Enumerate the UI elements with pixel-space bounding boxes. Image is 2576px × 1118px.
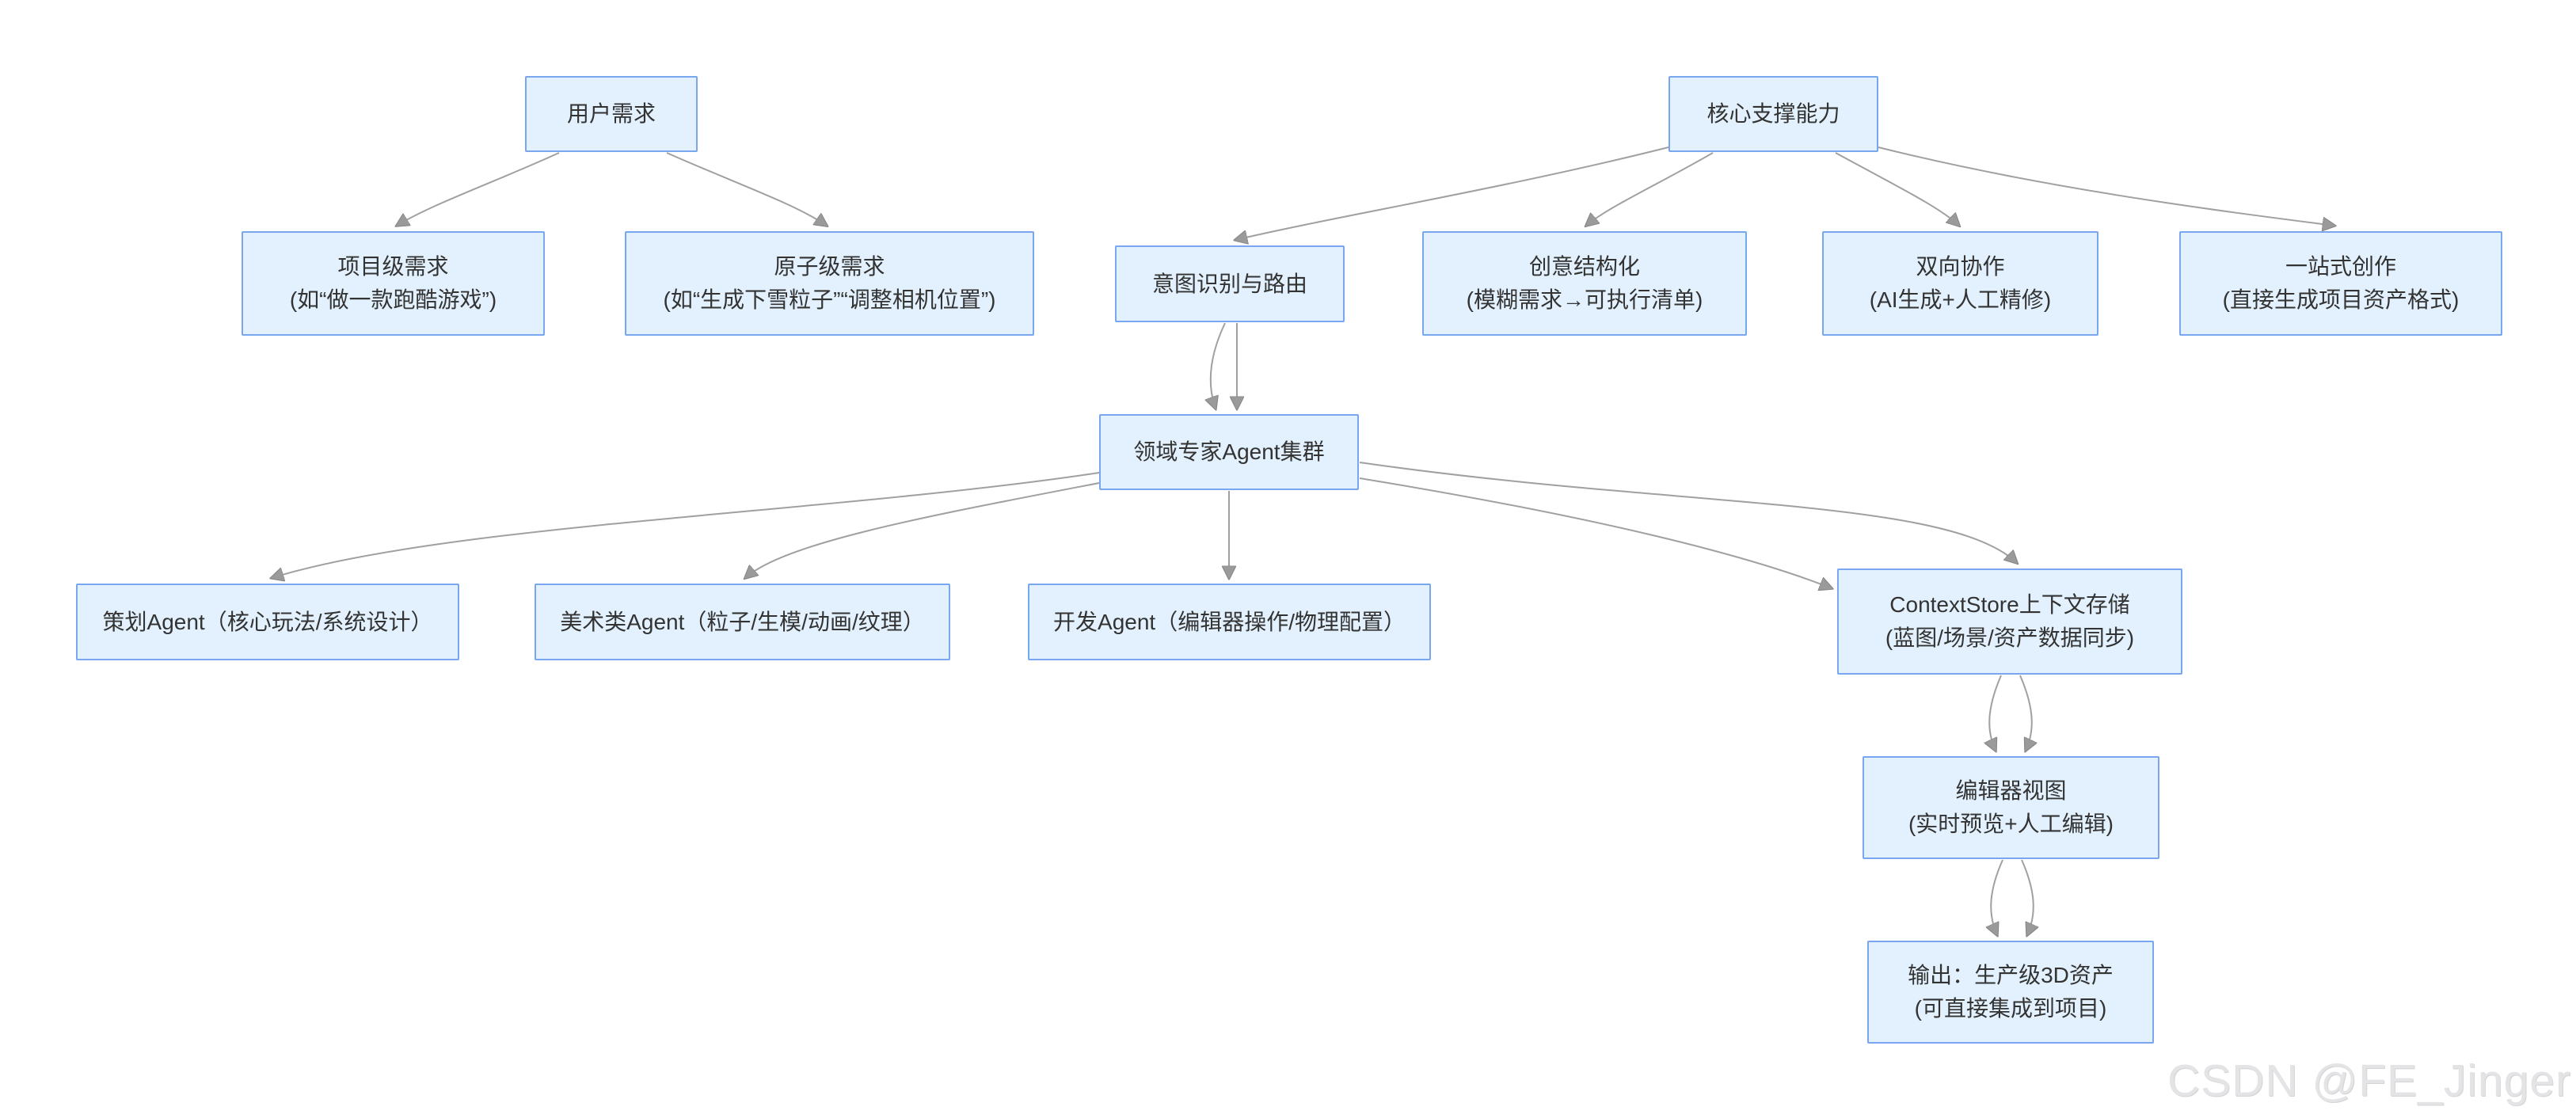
edge-agent-cluster-to-context-store-top (1359, 462, 2017, 563)
node-subtitle: (直接生成项目资产格式) (2222, 287, 2460, 312)
edge-core-capabilities-to-bidirectional-collab (1835, 152, 1959, 226)
edge-core-capabilities-to-idea-structuring (1586, 152, 1714, 226)
node-title: 编辑器视图 (1955, 778, 2067, 803)
node-editor-view: 编辑器视图 (实时预览+人工编辑) (1863, 756, 2159, 859)
csdn-watermark: CSDN @FE_Jinger (2167, 1055, 2571, 1106)
node-subtitle: (如“做一款跑酷游戏”) (289, 287, 497, 312)
node-context-store: ContextStore上下文存储 (蓝图/场景/资产数据同步) (1837, 569, 2182, 675)
node-title: 策划Agent（核心玩法/系统设计） (102, 609, 433, 634)
edge-agent-cluster-to-planning-agent (272, 472, 1100, 578)
node-planning-agent: 策划Agent（核心玩法/系统设计） (76, 584, 459, 660)
node-subtitle: (AI生成+人工精修) (1869, 287, 2052, 312)
node-title: 核心支撑能力 (1707, 101, 1840, 126)
node-subtitle: (蓝图/场景/资产数据同步) (1885, 626, 2135, 650)
node-subtitle: (模糊需求→可执行清单) (1466, 287, 1703, 312)
node-title: 用户需求 (566, 101, 656, 126)
node-title: 原子级需求 (774, 254, 885, 279)
node-title: 双向协作 (1916, 254, 2005, 279)
edge-editor-view-to-output-a (1991, 859, 2003, 935)
node-dev-agent: 开发Agent（编辑器操作/物理配置） (1028, 584, 1431, 660)
node-subtitle: (实时预览+人工编辑) (1908, 812, 2114, 836)
node-idea-structuring: 创意结构化 (模糊需求→可执行清单) (1422, 231, 1747, 336)
node-project-level: 项目级需求 (如“做一款跑酷游戏”) (242, 231, 545, 336)
edge-core-capabilities-to-intent-routing (1235, 146, 1669, 240)
edge-agent-cluster-to-context-store-left (1359, 477, 1832, 588)
node-user-requirements: 用户需求 (525, 76, 698, 152)
node-art-agent: 美术类Agent（粒子/生模/动画/纹理） (535, 584, 950, 660)
edge-agent-cluster-to-art-agent (745, 482, 1100, 578)
edge-core-capabilities-to-one-stop-creation (1878, 146, 2334, 226)
node-bidirectional-collab: 双向协作 (AI生成+人工精修) (1822, 231, 2098, 336)
node-core-capabilities: 核心支撑能力 (1669, 76, 1878, 152)
node-title: 创意结构化 (1528, 254, 1640, 279)
node-subtitle: (可直接集成到项目) (1914, 996, 2107, 1021)
node-intent-routing: 意图识别与路由 (1115, 245, 1345, 322)
node-subtitle: (如“生成下雪粒子”“调整相机位置”) (663, 287, 996, 312)
node-atomic-level: 原子级需求 (如“生成下雪粒子”“调整相机位置”) (625, 231, 1034, 336)
edge-editor-view-to-output-b (2021, 859, 2034, 935)
node-title: 意图识别与路由 (1151, 271, 1307, 296)
node-output: 输出：生产级3D资产 (可直接集成到项目) (1867, 941, 2154, 1044)
node-one-stop-creation: 一站式创作 (直接生成项目资产格式) (2179, 231, 2502, 336)
edge-intent-routing-to-agent-cluster-a (1211, 322, 1226, 409)
node-title: 美术类Agent（粒子/生模/动画/纹理） (560, 609, 925, 634)
edge-user-requirements-to-atomic-level (666, 152, 827, 226)
node-title: 领域专家Agent集群 (1133, 439, 1325, 464)
node-agent-cluster: 领域专家Agent集群 (1099, 414, 1359, 490)
node-title: 开发Agent（编辑器操作/物理配置） (1053, 609, 1406, 634)
node-title: 输出：生产级3D资产 (1908, 963, 2114, 987)
node-title: 一站式创作 (2285, 254, 2396, 279)
node-title: ContextStore上下文存储 (1889, 592, 2130, 617)
node-title: 项目级需求 (337, 254, 449, 279)
edge-context-store-to-editor-view-b (2019, 675, 2032, 751)
edge-context-store-to-editor-view-a (1989, 675, 2002, 751)
edge-user-requirements-to-project-level (397, 152, 560, 226)
